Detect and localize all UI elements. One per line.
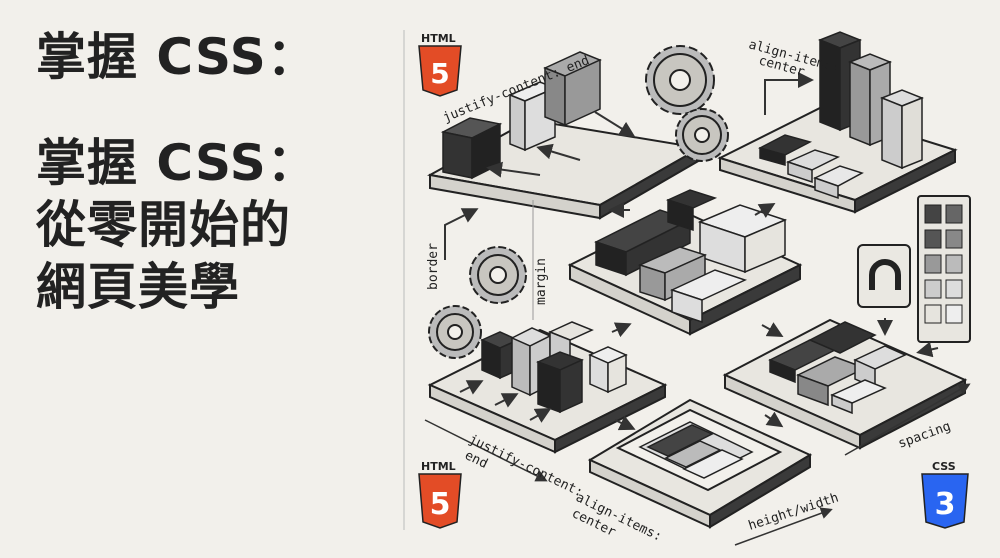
page-title: 掌握 CSS： 掌握 CSS： 從零開始的 網頁美學 [36,26,318,318]
platform-height-width [587,398,813,529]
svg-text:3: 3 [935,487,956,522]
css3-logo-icon: CSS 3 [921,460,969,529]
title-line-1: 掌握 CSS： [36,28,318,86]
grid-icon [917,195,971,343]
title-line-4: 網頁美學 [36,258,240,316]
svg-text:HTML: HTML [421,460,456,473]
platform-justify-end [427,51,703,220]
platform-center [567,189,803,336]
gear-icon [469,246,527,304]
platform-spacing [722,318,968,450]
svg-text:5: 5 [430,487,451,522]
label-border: border [426,243,441,290]
label-margin: margin [534,258,549,305]
magnet-icon [857,244,911,308]
html5-logo-icon: HTML 5 [418,32,462,97]
title-line-3: 從零開始的 [36,196,291,254]
arrow-icon [614,415,636,431]
svg-text:5: 5 [430,57,449,90]
gear-icon [645,45,715,115]
platform-align-center-top [717,31,958,214]
svg-text:CSS: CSS [932,460,956,473]
html5-logo-icon: HTML 5 [418,460,462,529]
gear-icon [428,305,482,359]
svg-text:HTML: HTML [421,32,456,45]
platform-justify-bottom [427,321,668,454]
arrow-icon [916,341,939,358]
arrow-icon [764,411,784,428]
title-line-2: 掌握 CSS： [36,134,318,192]
arrow-icon [754,202,776,218]
arrow-icon [761,322,784,337]
arrow-icon [611,322,632,338]
gear-icon [675,108,729,162]
